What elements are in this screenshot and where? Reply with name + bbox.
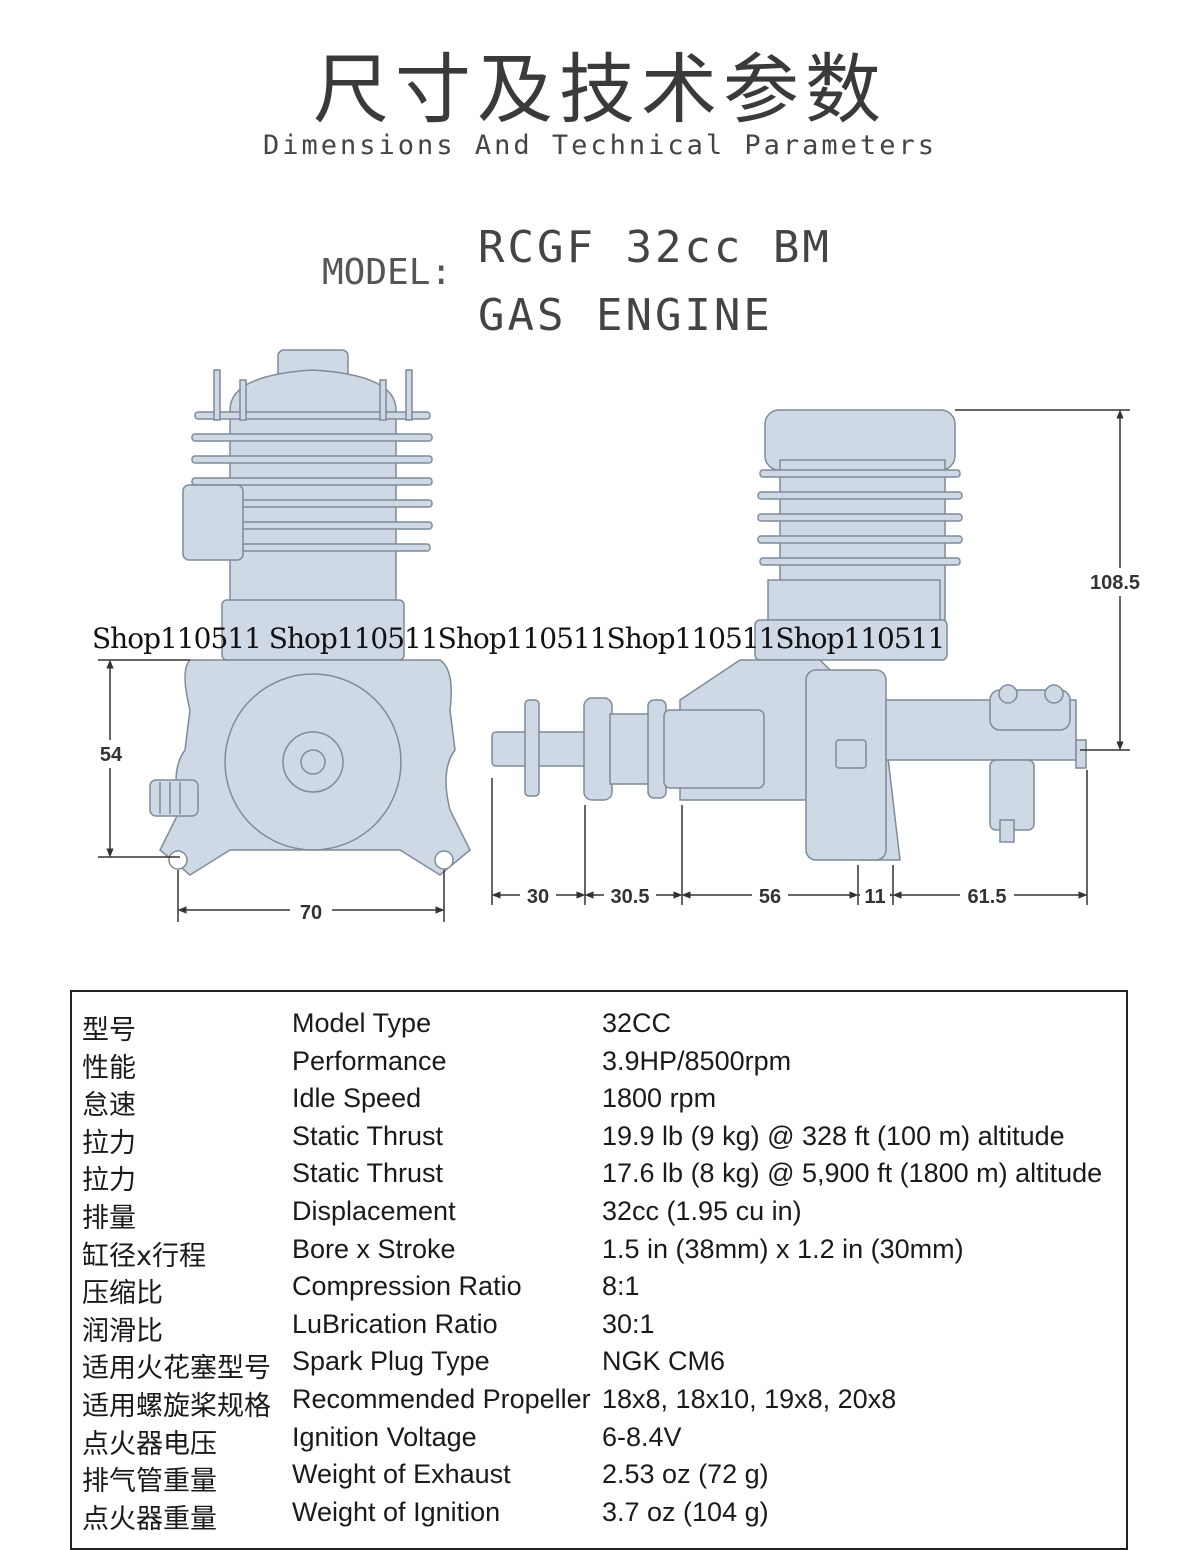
spec-row: 怠速 Idle Speed 1800 rpm (72, 1083, 1126, 1121)
spec-row: 拉力 Static Thrust 17.6 lb (8 kg) @ 5,900 ft… (72, 1158, 1126, 1196)
spec-row: 排量 Displacement 32cc (1.95 cu in) (72, 1196, 1126, 1234)
spec-row: 压缩比 Compression Ratio 8:1 (72, 1271, 1126, 1309)
spec-label-cn: 拉力 (82, 1127, 136, 1159)
spec-table: 型号 Model Type 32CC 性能 Performance 3.9HP/8500r… (70, 990, 1128, 1550)
spec-label-en: Spark Plug Type (292, 1346, 490, 1377)
spec-label-en: LuBrication Ratio (292, 1308, 498, 1339)
spec-value: 19.9 lb (9 kg) @ 328 ft (100 m) altitude (602, 1120, 1065, 1151)
spec-row: 适用火花塞型号 Spark Plug Type NGK CM6 (72, 1346, 1126, 1384)
page-title-chinese: 尺寸及技术参数 (313, 45, 887, 134)
spec-label-cn: 排量 (82, 1203, 136, 1234)
spec-label-en: Displacement (292, 1196, 456, 1226)
spec-label-en: Static Thrust (292, 1120, 444, 1151)
engine-front-view (149, 349, 471, 876)
dim-seg1-label: 30 (527, 886, 549, 908)
spec-label-cn: 润滑比 (82, 1315, 163, 1347)
spec-value: 32CC (602, 1008, 672, 1038)
spec-label-cn: 性能 (82, 1052, 136, 1084)
spec-row: 点火器重量 Weight of Ignition 3.7 oz (104 g) (72, 1497, 1126, 1535)
spec-label-cn: 压缩比 (82, 1278, 163, 1310)
spec-value: 3.9HP/8500rpm (602, 1045, 792, 1076)
spec-label-en: Static Thrust (292, 1158, 444, 1189)
spec-row: 性能 Performance 3.9HP/8500rpm (72, 1046, 1126, 1084)
spec-label-en: Weight of Ignition (292, 1496, 501, 1527)
spec-label-en: Performance (292, 1045, 447, 1076)
spec-row: 点火器电压 Ignition Voltage 6-8.4V (72, 1422, 1126, 1460)
spec-label-cn: 适用火花塞型号 (82, 1353, 271, 1385)
spec-label-cn: 缸径x行程 (82, 1240, 206, 1272)
spec-value: 3.7 oz (104 g) (602, 1496, 769, 1527)
spec-row: 缸径x行程 Bore x Stroke 1.5 in (38mm) x 1.2 in… (72, 1234, 1126, 1272)
dim-seg5-label: 61.5 (968, 886, 1007, 908)
spec-row: 排气管重量 Weight of Exhaust 2.53 oz (72 g) (72, 1459, 1126, 1497)
dim-height-label: 108.5 (1090, 572, 1140, 594)
spec-value: 1.5 in (38mm) x 1.2 in (30mm) (602, 1233, 964, 1264)
spec-label-en: Idle Speed (292, 1083, 422, 1114)
spec-row: 适用螺旋桨规格 Recommended Propeller 18x8, 18x10,… (72, 1384, 1126, 1422)
spec-value: 30:1 (602, 1308, 655, 1339)
dim-seg3-label: 56 (759, 886, 781, 908)
dim-mount-width-label: 70 (300, 902, 322, 924)
spec-row: 拉力 Static Thrust 19.9 lb (9 kg) @ 328 ft (… (72, 1121, 1126, 1159)
spec-value: 17.6 lb (8 kg) @ 5,900 ft (1800 m) altit… (602, 1158, 1103, 1189)
spec-label-cn: 适用螺旋桨规格 (82, 1391, 271, 1422)
spec-value: NGK CM6 (602, 1346, 726, 1377)
spec-label-en: Compression Ratio (292, 1271, 522, 1302)
dim-seg4-label: 11 (864, 886, 885, 908)
engine-side-view (491, 409, 1087, 861)
spec-label-cn: 拉力 (82, 1165, 136, 1197)
spec-label-cn: 型号 (82, 1015, 136, 1046)
spec-row: 润滑比 LuBrication Ratio 30:1 (72, 1309, 1126, 1347)
spec-value: 6-8.4V (602, 1421, 682, 1452)
dim-seg2-label: 30.5 (611, 886, 650, 908)
spec-value: 1800 rpm (602, 1083, 717, 1114)
spec-value: 2.53 oz (72 g) (602, 1459, 769, 1490)
page-title-english: Dimensions And Technical Parameters (263, 130, 937, 161)
shop-watermark: Shop110511 Shop110511Shop110511Shop11051… (92, 622, 945, 655)
spec-label-en: Ignition Voltage (292, 1421, 477, 1452)
spec-label-en: Weight of Exhaust (292, 1459, 511, 1490)
spec-value: 18x8, 18x10, 19x8, 20x8 (602, 1384, 897, 1414)
spec-label-cn: 排气管重量 (82, 1466, 217, 1498)
engine-dimension-drawing: 108.5 54 70 30 30.5 56 11 61.5 (92, 349, 1146, 924)
dim-mount-height-label: 54 (100, 744, 123, 766)
model-label: MODEL: (322, 252, 453, 293)
spec-label-cn: 怠速 (82, 1090, 136, 1122)
spec-label-cn: 点火器重量 (82, 1503, 217, 1535)
spec-label-cn: 点火器电压 (82, 1428, 217, 1460)
spec-row: 型号 Model Type 32CC (72, 1008, 1126, 1046)
spec-value: 32cc (1.95 cu in) (602, 1196, 802, 1226)
spec-label-en: Bore x Stroke (292, 1233, 456, 1264)
spec-value: 8:1 (602, 1271, 640, 1302)
model-type: GAS ENGINE (478, 290, 773, 341)
model-name: RCGF 32cc BM (478, 222, 832, 273)
spec-label-en: Model Type (292, 1008, 432, 1038)
spec-label-en: Recommended Propeller (292, 1384, 591, 1414)
